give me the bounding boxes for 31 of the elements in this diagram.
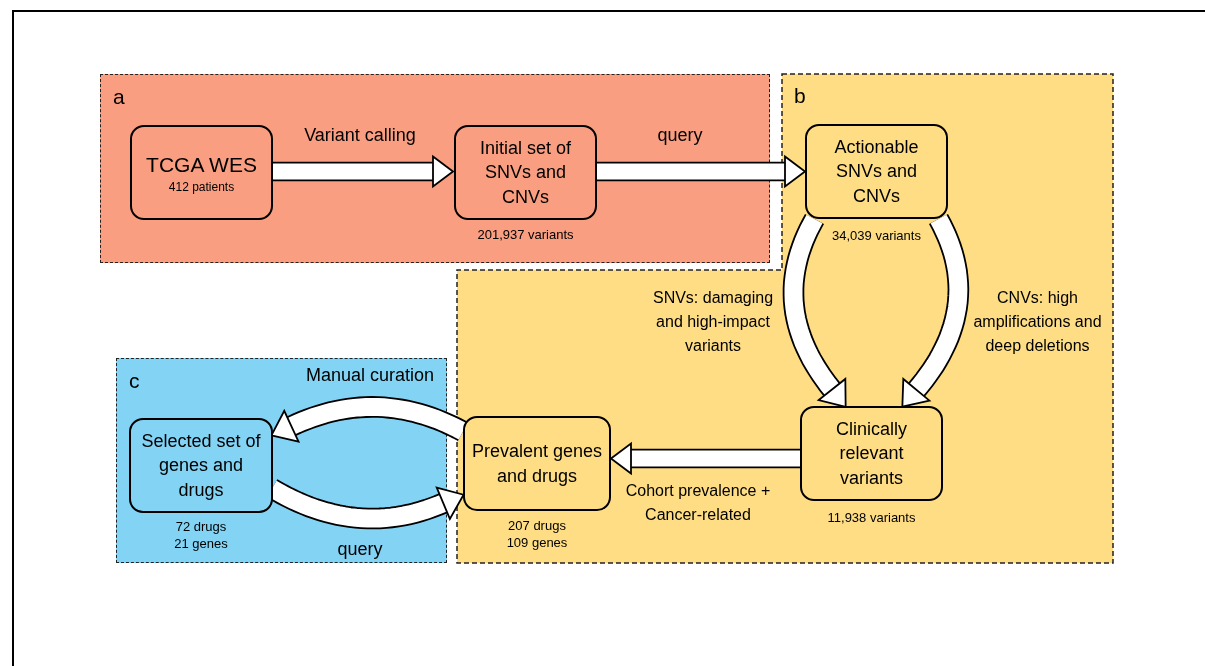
- box-text: Selected set of genes and drugs: [140, 430, 262, 502]
- process-box: [463, 416, 611, 511]
- edge-label: Cohort prevalence + Cancer-related: [624, 481, 772, 525]
- panel: [100, 74, 770, 263]
- edge-label: query: [656, 124, 704, 147]
- box-text: TCGA WES: [146, 152, 257, 179]
- edge-label: CNVs: high amplifications and deep deletions: [972, 288, 1103, 356]
- box-text: Initial set of SNVs and CNVs: [478, 137, 572, 209]
- box-text: Prevalent genes and drugs: [470, 440, 604, 488]
- process-box: [130, 125, 273, 220]
- count-caption: 72 drugs 21 genes: [173, 519, 229, 553]
- curved-block-arrow: [901, 213, 970, 408]
- process-box: [129, 418, 273, 513]
- count-caption: 207 drugs 109 genes: [505, 518, 569, 552]
- panel-letter: c: [129, 369, 140, 393]
- box-subtext: 412 patients: [168, 179, 235, 194]
- edge-label: Variant calling: [303, 124, 417, 147]
- panel-letter: a: [113, 85, 125, 109]
- edge-label: Manual curation: [304, 364, 436, 387]
- process-box: [454, 125, 597, 220]
- count-caption: 201,937 variants: [476, 227, 575, 244]
- process-box: [805, 124, 948, 219]
- edge-label: SNVs: damaging and high-impact variants: [651, 288, 775, 356]
- box-text: Actionable SNVs and CNVs: [833, 136, 920, 208]
- count-caption: 11,938 variants: [826, 510, 917, 527]
- curved-block-arrow: [782, 213, 847, 408]
- panel-letter: b: [794, 84, 806, 108]
- count-caption: 34,039 variants: [831, 228, 922, 245]
- edge-label: query: [336, 538, 384, 561]
- box-text: Clinically relevant variants: [835, 418, 908, 490]
- process-box: [800, 406, 943, 501]
